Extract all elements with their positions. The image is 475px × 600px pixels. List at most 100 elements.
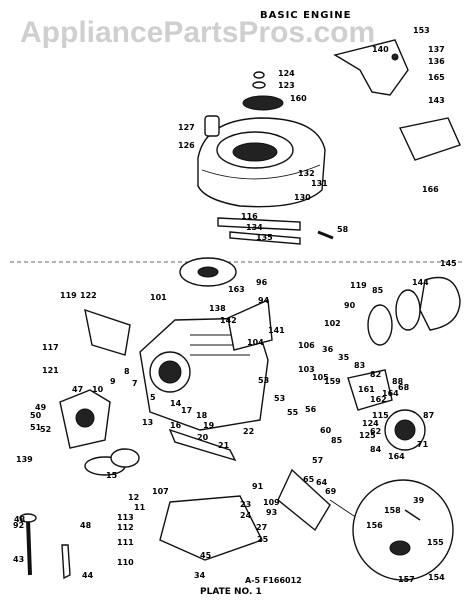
part-number-label: 22 bbox=[0, 0, 11, 2]
filter-ring-2 bbox=[395, 289, 421, 331]
part-number-label: 155 bbox=[427, 538, 444, 547]
fill-tube bbox=[61, 544, 71, 580]
part-number-label: 96 bbox=[256, 278, 268, 287]
piston-ring-2 bbox=[110, 448, 140, 468]
part-number-label: 58 bbox=[337, 225, 349, 234]
part-number-label: 55 bbox=[287, 408, 299, 417]
part-number-label: 68 bbox=[398, 383, 410, 392]
part-number-label: 124 bbox=[278, 69, 295, 78]
part-number-label: 110 bbox=[117, 558, 134, 567]
part-number-label: 57 bbox=[312, 456, 323, 465]
part-number-label: 126 bbox=[178, 141, 195, 150]
part-number-label: 20 bbox=[197, 433, 209, 442]
part-number-label: 113 bbox=[117, 513, 134, 522]
part-number-label: 35 bbox=[338, 353, 350, 362]
filter-cover bbox=[419, 276, 461, 331]
part-number-label: 145 bbox=[440, 259, 457, 268]
part-number-label: 60 bbox=[320, 426, 332, 435]
part-number-label: 144 bbox=[412, 278, 429, 287]
part-number-label: 39 bbox=[413, 496, 425, 505]
part-number-label: 154 bbox=[428, 573, 445, 582]
part-number-label: 82 bbox=[370, 370, 381, 379]
part-number-label: 139 bbox=[16, 455, 33, 464]
oil-sump bbox=[159, 495, 263, 561]
muffler bbox=[277, 468, 331, 532]
part-number-label: 164 bbox=[382, 389, 399, 398]
part-number-label: 16 bbox=[170, 421, 182, 430]
part-number-label: 166 bbox=[422, 185, 439, 194]
recoil-pulley bbox=[242, 95, 284, 111]
carburetor bbox=[347, 369, 393, 411]
part-number-label: 131 bbox=[311, 179, 328, 188]
part-number-label: 153 bbox=[413, 26, 430, 35]
housing-bolt bbox=[204, 115, 220, 137]
part-number-label: 119 bbox=[350, 281, 367, 290]
washer-123 bbox=[252, 81, 266, 89]
part-number-label: 85 bbox=[331, 436, 343, 445]
part-number-label: 15 bbox=[106, 471, 118, 480]
part-number-label: 127 bbox=[178, 123, 195, 132]
housing-rim-line bbox=[201, 164, 321, 180]
part-number-label: 9 bbox=[110, 377, 116, 386]
part-number-label: 44 bbox=[82, 571, 94, 580]
part-number-label: 104 bbox=[247, 338, 264, 347]
part-number-label: 48 bbox=[80, 521, 92, 530]
part-number-label: 45 bbox=[200, 551, 212, 560]
part-number-label: 143 bbox=[428, 96, 445, 105]
part-number-label: 122 bbox=[80, 291, 97, 300]
part-number-label: 18 bbox=[196, 411, 208, 420]
part-number-label: 123 bbox=[278, 81, 295, 90]
part-number-label: 83 bbox=[354, 361, 365, 370]
part-number-label: 8 bbox=[124, 367, 130, 376]
part-number-label: 56 bbox=[305, 405, 317, 414]
housing-grill bbox=[232, 142, 278, 162]
throttle-plate-group bbox=[333, 39, 461, 161]
part-number-label: 135 bbox=[256, 233, 273, 242]
part-number-label: 92 bbox=[13, 521, 24, 530]
inset-gear bbox=[389, 540, 411, 556]
part-number-label: 109 bbox=[263, 498, 280, 507]
washer-124 bbox=[253, 71, 265, 79]
drawing-code: A-5 F166012 bbox=[245, 576, 302, 585]
shroud-strip-2 bbox=[229, 231, 301, 245]
part-number-label: 17 bbox=[181, 406, 192, 415]
shroud-strip bbox=[217, 217, 301, 231]
part-number-label: 48 bbox=[14, 515, 26, 524]
throttle-plate bbox=[333, 39, 409, 96]
part-number-label: 88 bbox=[392, 377, 404, 386]
section-title: BASIC ENGINE bbox=[260, 10, 351, 21]
part-labels: 1531371361401651431241231601271261661321… bbox=[0, 0, 457, 584]
inset-circle bbox=[352, 479, 454, 581]
part-number-label: 158 bbox=[384, 506, 401, 515]
part-number-label: 103 bbox=[298, 365, 315, 374]
part-number-label: 121 bbox=[42, 366, 59, 375]
part-number-label: 124 bbox=[362, 419, 379, 428]
part-number-label: 94 bbox=[258, 296, 270, 305]
part-number-label: 163 bbox=[228, 285, 245, 294]
part-number-label: 53 bbox=[274, 394, 285, 403]
part-number-label: 164 bbox=[388, 452, 405, 461]
flywheel-hub bbox=[197, 266, 219, 278]
inset-spring bbox=[404, 509, 421, 521]
gasket-plate bbox=[227, 298, 273, 351]
part-number-label: 116 bbox=[241, 212, 258, 221]
part-number-label: 159 bbox=[324, 377, 341, 386]
part-number-label: 112 bbox=[117, 523, 134, 532]
part-number-label: 93 bbox=[266, 508, 277, 517]
part-number-label: 36 bbox=[322, 345, 334, 354]
part-number-label: 161 bbox=[358, 385, 375, 394]
watermark-text: AppliancePartsPros.com bbox=[20, 16, 375, 49]
filter-ring-1 bbox=[367, 304, 393, 346]
plate-label: PLATE NO. 1 bbox=[200, 587, 262, 597]
part-number-label: 12 bbox=[128, 493, 139, 502]
part-number-label: 119 bbox=[60, 291, 77, 300]
part-number-label: 49 bbox=[35, 403, 47, 412]
cylinder-bore-inner bbox=[158, 360, 182, 384]
part-number-label: 27 bbox=[256, 523, 267, 532]
part-number-label: 117 bbox=[42, 343, 59, 352]
part-number-label: 34 bbox=[194, 571, 206, 580]
dipstick bbox=[26, 519, 32, 576]
part-number-label: 25 bbox=[257, 535, 269, 544]
crank-seal bbox=[75, 408, 95, 428]
